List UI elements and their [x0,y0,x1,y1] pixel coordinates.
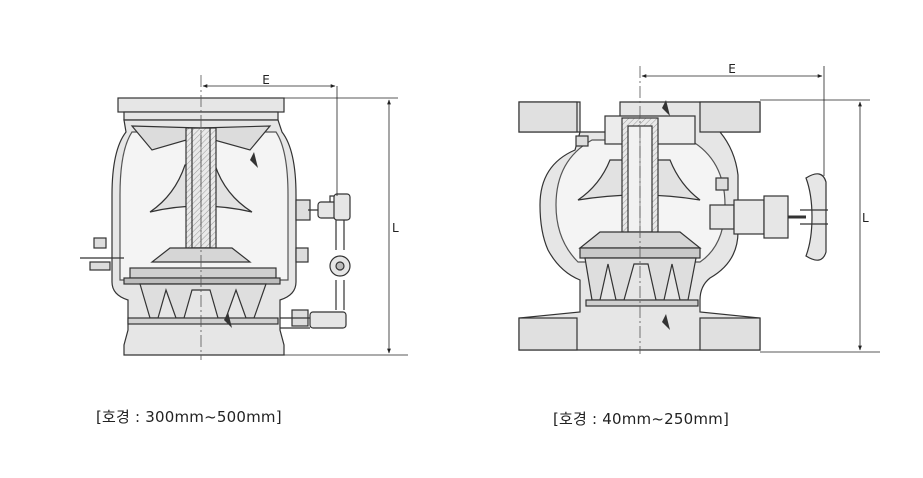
right-dim-l [760,99,880,353]
right-dim-e [641,66,825,176]
left-caption: [호경 : 300mm~500mm] [96,408,282,426]
left-dim-l [284,97,408,356]
left-dim-e-label: E [262,73,270,87]
right-handwheel [805,173,827,261]
right-dim-l-label: L [862,211,869,225]
left-valve [80,97,351,356]
right-valve [518,100,828,351]
left-disc [129,267,277,279]
left-dim-e [202,84,338,196]
right-caption: [호경 : 40mm~250mm] [553,410,730,428]
right-dim-e-label: E [728,62,736,76]
left-dim-l-label: L [392,221,399,235]
